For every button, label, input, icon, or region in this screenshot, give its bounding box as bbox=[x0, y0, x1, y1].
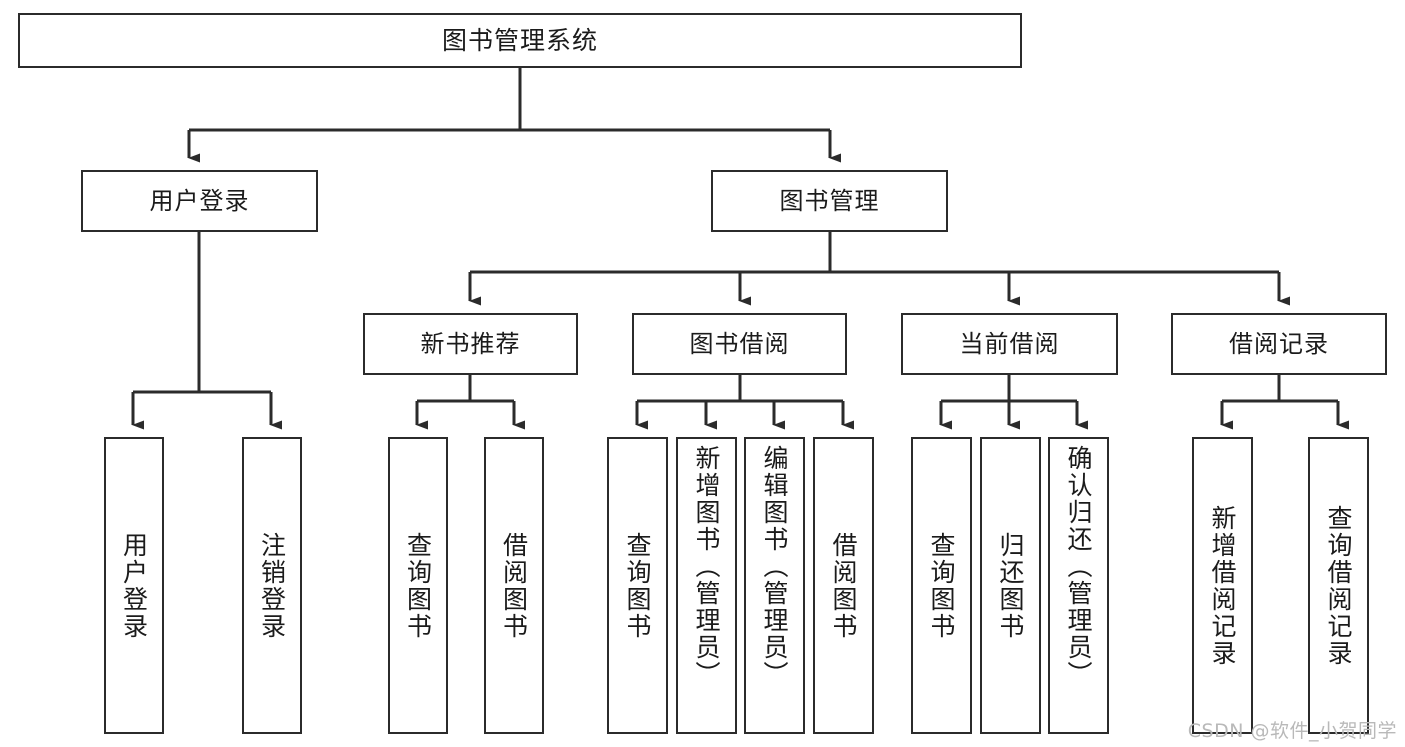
node-book-borrow[interactable]: 图书借阅 bbox=[632, 313, 847, 375]
leaf-user-login[interactable]: 用户登录 bbox=[104, 437, 164, 734]
node-book-management[interactable]: 图书管理 bbox=[711, 170, 948, 232]
node-user-login[interactable]: 用户登录 bbox=[81, 170, 318, 232]
leaf-borrow-book-new[interactable]: 借阅图书 bbox=[484, 437, 544, 734]
leaf-query-borrow-record[interactable]: 查询借阅记录 bbox=[1308, 437, 1369, 734]
leaf-label: 新增借阅记录 bbox=[1208, 504, 1237, 667]
leaf-label: 借阅图书 bbox=[499, 531, 529, 640]
leaf-label: 编辑图书（管理员） bbox=[760, 445, 789, 688]
leaf-label: 查询图书 bbox=[623, 531, 652, 640]
node-borrow-record[interactable]: 借阅记录 bbox=[1171, 313, 1387, 375]
leaf-label: 查询图书 bbox=[403, 531, 433, 640]
node-label: 借阅记录 bbox=[1229, 329, 1329, 358]
leaf-label: 新增图书（管理员） bbox=[692, 445, 721, 688]
leaf-query-book-borrow[interactable]: 查询图书 bbox=[607, 437, 668, 734]
leaf-label: 借阅图书 bbox=[829, 531, 858, 640]
node-root-book-management-system[interactable]: 图书管理系统 bbox=[18, 13, 1022, 68]
leaf-label: 查询借阅记录 bbox=[1324, 504, 1353, 667]
node-current-borrow[interactable]: 当前借阅 bbox=[901, 313, 1118, 375]
leaf-add-book-admin[interactable]: 新增图书（管理员） bbox=[676, 437, 737, 734]
node-label: 当前借阅 bbox=[959, 329, 1060, 358]
node-label: 图书管理 bbox=[779, 186, 880, 215]
leaf-logout[interactable]: 注销登录 bbox=[242, 437, 302, 734]
leaf-label: 查询图书 bbox=[927, 531, 956, 640]
leaf-return-book[interactable]: 归还图书 bbox=[980, 437, 1041, 734]
leaf-label: 确认归还（管理员） bbox=[1064, 445, 1093, 688]
leaf-confirm-return-admin[interactable]: 确认归还（管理员） bbox=[1048, 437, 1109, 734]
leaf-label: 用户登录 bbox=[119, 531, 149, 640]
node-label: 图书借阅 bbox=[689, 329, 790, 358]
leaf-label: 归还图书 bbox=[996, 531, 1025, 640]
node-label: 新书推荐 bbox=[420, 329, 521, 358]
leaf-query-book-current[interactable]: 查询图书 bbox=[911, 437, 972, 734]
leaf-edit-book-admin[interactable]: 编辑图书（管理员） bbox=[744, 437, 805, 734]
watermark: CSDN @软件_小贺同学 bbox=[1187, 720, 1397, 742]
leaf-add-borrow-record[interactable]: 新增借阅记录 bbox=[1192, 437, 1253, 734]
leaf-borrow-book[interactable]: 借阅图书 bbox=[813, 437, 874, 734]
node-label: 用户登录 bbox=[149, 186, 250, 215]
node-new-book-recommend[interactable]: 新书推荐 bbox=[363, 313, 578, 375]
node-label: 图书管理系统 bbox=[441, 25, 598, 55]
leaf-label: 注销登录 bbox=[257, 531, 287, 640]
leaf-query-book-new[interactable]: 查询图书 bbox=[388, 437, 448, 734]
